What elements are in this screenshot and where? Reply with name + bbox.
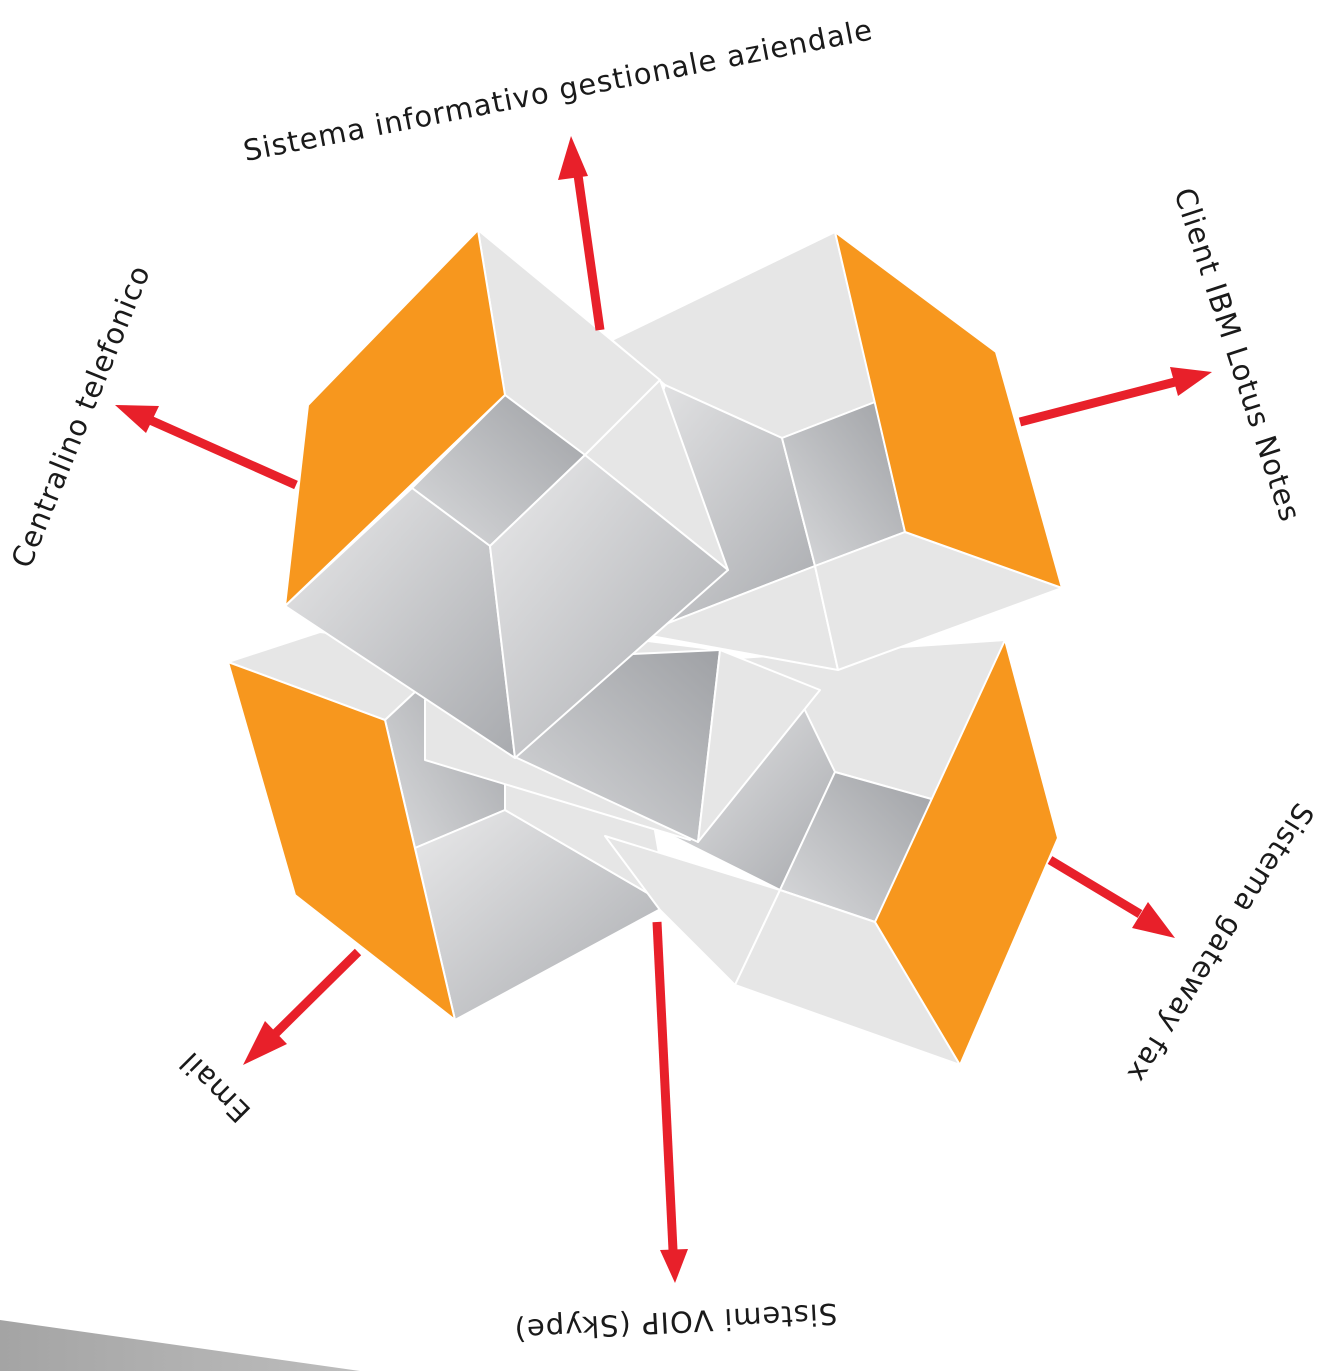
label-left-bottom: Email (173, 1045, 257, 1129)
label-right-top: Client IBM Lotus Notes (1167, 184, 1307, 527)
label-right-bottom: Sistema gateway fax (1120, 797, 1318, 1089)
label-bottom: Sistemi VOIP (Skype) (513, 1297, 838, 1348)
arrow-right-bottom (1047, 856, 1175, 938)
arrow-bottom (652, 921, 688, 1283)
label-top: Sistema informativo gestionale aziendale (240, 12, 875, 168)
arrow-top (558, 136, 605, 331)
floor-shadow (0, 1320, 360, 1371)
cube-top-left (284, 229, 729, 759)
arrow-right-top (1018, 367, 1212, 427)
arrow-left-top (115, 405, 298, 490)
arrow-left-bottom (243, 948, 362, 1065)
